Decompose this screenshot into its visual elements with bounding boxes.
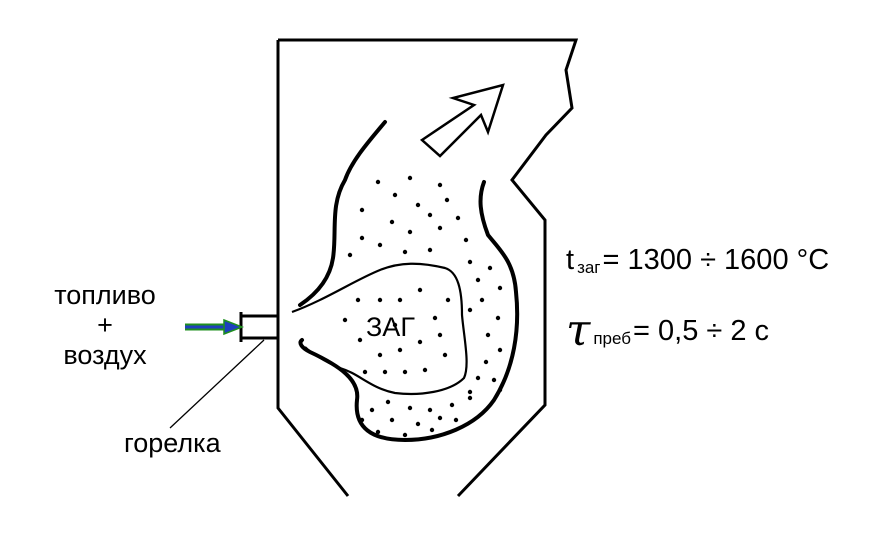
burner — [239, 314, 280, 340]
particle-dot — [415, 202, 421, 208]
particle-dot — [415, 421, 421, 427]
furnace-wall-right — [278, 38, 579, 498]
particle-dot — [449, 402, 455, 408]
particle-dot — [377, 352, 383, 358]
particle-dot — [359, 417, 365, 423]
particle-dot — [427, 212, 433, 218]
particle-dot — [369, 407, 375, 413]
particle-dot — [342, 317, 348, 323]
particle-dot — [375, 179, 381, 185]
fuel-air-arrow — [185, 318, 245, 336]
particle-dot — [375, 429, 381, 435]
particle-dot — [385, 399, 391, 405]
fuel-label: топливо — [54, 280, 156, 310]
particle-dot — [417, 339, 423, 345]
particle-dot — [422, 367, 428, 373]
particle-dot — [497, 387, 503, 393]
particle-dot — [407, 405, 413, 411]
particle-dot — [467, 307, 473, 313]
plus-label: + — [97, 310, 113, 340]
particle-dot — [442, 352, 448, 358]
particle-dot — [495, 315, 501, 321]
particle-dot — [445, 297, 451, 303]
particle-dot — [497, 285, 503, 291]
residence-time-subscript: преб — [593, 329, 632, 348]
particle-dot — [359, 235, 365, 241]
particle-dot — [475, 375, 481, 381]
particle-dot — [483, 359, 489, 365]
particle-dot — [444, 197, 450, 203]
particle-dot — [467, 389, 473, 395]
particle-dot — [347, 252, 353, 258]
air-label: воздух — [63, 340, 147, 370]
particle-dot — [402, 369, 408, 375]
particle-dot — [389, 219, 395, 225]
tau-symbol: τ — [566, 305, 591, 356]
particle-dot — [485, 332, 491, 338]
particle-dot — [475, 277, 481, 283]
particle-dot — [377, 297, 383, 303]
particle-dot — [359, 207, 365, 213]
flame-upper-boundary — [298, 120, 387, 307]
zag-zone-label: ЗАГ — [366, 312, 415, 342]
particles — [342, 175, 503, 438]
particle-dot — [407, 175, 413, 181]
particle-dot — [417, 287, 423, 293]
particle-dot — [377, 242, 383, 248]
particle-dot — [389, 417, 395, 423]
particle-dot — [467, 395, 473, 401]
particle-dot — [429, 427, 435, 433]
particle-dot — [463, 237, 469, 243]
particle-dot — [392, 322, 398, 328]
particle-dot — [362, 369, 368, 375]
temperature-symbol: t — [566, 244, 575, 276]
burner-leader-line — [169, 339, 265, 429]
particle-dot — [453, 417, 459, 423]
particle-dot — [427, 247, 433, 253]
particle-dot — [392, 192, 398, 198]
particle-dot — [402, 249, 408, 255]
furnace-wall — [276, 40, 350, 497]
particle-dot — [437, 182, 443, 188]
particle-dot — [407, 229, 413, 235]
burner-label: горелка — [124, 428, 221, 458]
particle-dot — [397, 347, 403, 353]
particle-dot — [427, 407, 433, 413]
particle-dot — [382, 369, 388, 375]
particle-dot — [487, 265, 493, 271]
particle-dot — [437, 415, 443, 421]
particle-dot — [491, 377, 497, 383]
particle-dot — [437, 332, 443, 338]
particle-dot — [479, 297, 485, 303]
zag-zone-boundary — [291, 262, 468, 396]
fuel-air-label: топливо + воздух — [40, 280, 170, 370]
particle-dot — [402, 432, 408, 438]
particle-dot — [455, 215, 461, 221]
temperature-subscript: заг — [577, 258, 601, 277]
temperature-value: = 1300 ÷ 1600 °C — [602, 244, 830, 276]
particle-dot — [355, 297, 361, 303]
particle-dot — [357, 337, 363, 343]
residence-time-value: = 0,5 ÷ 2 с — [633, 315, 770, 347]
gas-outflow-arrow — [419, 83, 505, 158]
particle-dot — [497, 347, 503, 353]
particle-dot — [467, 259, 473, 265]
particle-dot — [437, 225, 443, 231]
particle-dot — [432, 315, 438, 321]
particle-dot — [397, 297, 403, 303]
